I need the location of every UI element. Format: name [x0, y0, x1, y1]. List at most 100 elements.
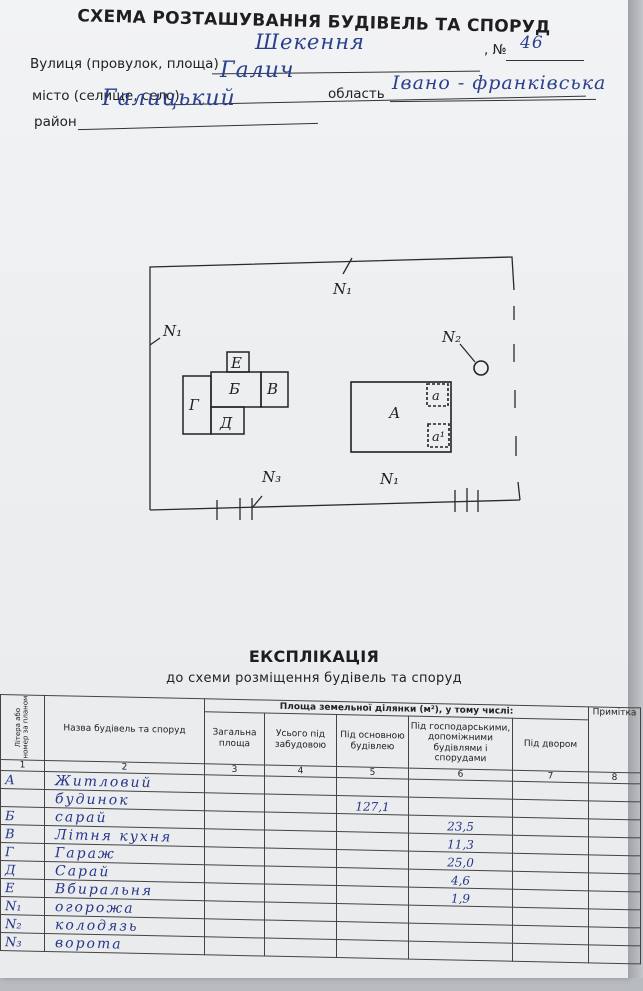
col-num: 1: [0, 759, 45, 772]
row-letter: Д: [0, 860, 45, 880]
marker-n1-bottom: N₁: [379, 470, 399, 488]
row-yard: [512, 799, 589, 819]
row-main-area: 127,1: [336, 795, 409, 816]
row-letter: N₂: [0, 914, 45, 934]
row-built: [264, 866, 337, 886]
row-letter: А: [0, 770, 45, 790]
row-letter: В: [0, 824, 45, 844]
row-note: [588, 944, 641, 964]
row-aux-area: 23,5: [408, 815, 513, 836]
row-built: [264, 776, 337, 796]
row-total: [204, 846, 265, 867]
marker-n2: N₂: [441, 328, 461, 346]
street-value: Шекення: [255, 30, 365, 54]
row-total: [204, 882, 265, 903]
site-plan: Г Б В Д Е А а а¹ N₁ N₁ N₁ N₂ N₃: [149, 256, 521, 520]
row-built: [264, 848, 337, 868]
header-total: Загальна площа: [204, 711, 265, 766]
row-yard: [512, 781, 589, 801]
row-main-area: [336, 939, 409, 960]
header-yard: Під двором: [512, 718, 589, 772]
row-main-area: [336, 849, 409, 870]
row-main-area: [336, 885, 409, 906]
row-aux-area: 4,6: [408, 869, 513, 890]
boundary-fence: [149, 256, 521, 520]
explication-table: Літера або номер за планом Назва будівел…: [0, 694, 641, 964]
city-value: Галич: [220, 58, 295, 83]
building-a-label: А: [388, 404, 400, 422]
number-label: , №: [484, 42, 507, 58]
well-pointer: [459, 343, 476, 363]
row-yard: [512, 853, 589, 873]
outbuildings: [182, 351, 289, 435]
row-main-area: [336, 903, 409, 924]
row-letter: Б: [0, 806, 45, 826]
row-built: [264, 938, 337, 958]
marker-n1-top: N₁: [332, 280, 352, 298]
explication-table-wrap: Літера або номер за планом Назва будівел…: [0, 694, 641, 991]
row-note: [588, 926, 641, 946]
row-total: [204, 900, 265, 921]
building-d-label: Д: [219, 414, 233, 432]
row-main-area: [336, 831, 409, 852]
header-name: Назва будівель та споруд: [44, 695, 205, 764]
building-g-label: Г: [188, 396, 200, 414]
row-note: [588, 800, 641, 820]
row-letter: [0, 788, 45, 808]
row-built: [264, 794, 337, 814]
row-main-area: [336, 777, 409, 798]
well-marker: [473, 360, 489, 376]
row-note: [588, 890, 641, 910]
main-house: [350, 381, 452, 453]
row-letter: N₁: [0, 896, 45, 916]
row-aux-area: [408, 941, 513, 962]
row-main-area: [336, 867, 409, 888]
row-built: [264, 902, 337, 922]
row-built: [264, 884, 337, 904]
row-note: [588, 872, 641, 892]
region-value: Івано - франківська: [392, 72, 607, 94]
row-name: ворота: [44, 933, 205, 955]
row-aux-area: 1,9: [408, 887, 513, 908]
header-note: Примітка: [588, 706, 641, 773]
row-letter: Г: [0, 842, 45, 862]
row-letter: Е: [0, 878, 45, 898]
building-b-label: Б: [228, 380, 240, 398]
district-label: район: [34, 114, 77, 130]
row-note: [588, 854, 641, 874]
row-main-area: [336, 813, 409, 834]
row-note: [588, 908, 641, 928]
row-yard: [512, 871, 589, 891]
row-yard: [512, 835, 589, 855]
row-yard: [512, 943, 589, 963]
row-yard: [512, 907, 589, 927]
page-edge: [628, 0, 643, 978]
row-total: [204, 864, 265, 885]
row-note: [588, 782, 641, 802]
city-label: місто (селище, село): [32, 88, 180, 104]
building-e-label: Е: [230, 354, 242, 372]
explication-title: ЕКСПЛІКАЦІЯ: [248, 647, 380, 666]
number-underline: [506, 60, 584, 61]
row-total: [204, 918, 265, 939]
row-aux-area: [408, 797, 513, 818]
row-aux-area: [408, 779, 513, 800]
row-note: [588, 836, 641, 856]
street-label: Вулиця (провулок, площа): [30, 56, 219, 72]
row-yard: [512, 889, 589, 909]
explication-subtitle: до схеми розміщення будівель та споруд: [166, 671, 462, 686]
row-yard: [512, 925, 589, 945]
row-aux-area: 11,3: [408, 833, 513, 854]
marker-n1-left: N₁: [162, 322, 182, 340]
header-letter: Літера або номер за планом: [0, 694, 45, 761]
row-total: [204, 810, 265, 831]
document-page: [0, 0, 628, 978]
row-total: [204, 774, 265, 795]
district-value: Галицький: [102, 86, 236, 111]
row-aux-area: [408, 905, 513, 926]
row-main-area: [336, 921, 409, 942]
row-built: [264, 920, 337, 940]
region-label: область: [328, 86, 385, 102]
building-v-label: В: [266, 380, 278, 398]
row-total: [204, 792, 265, 813]
